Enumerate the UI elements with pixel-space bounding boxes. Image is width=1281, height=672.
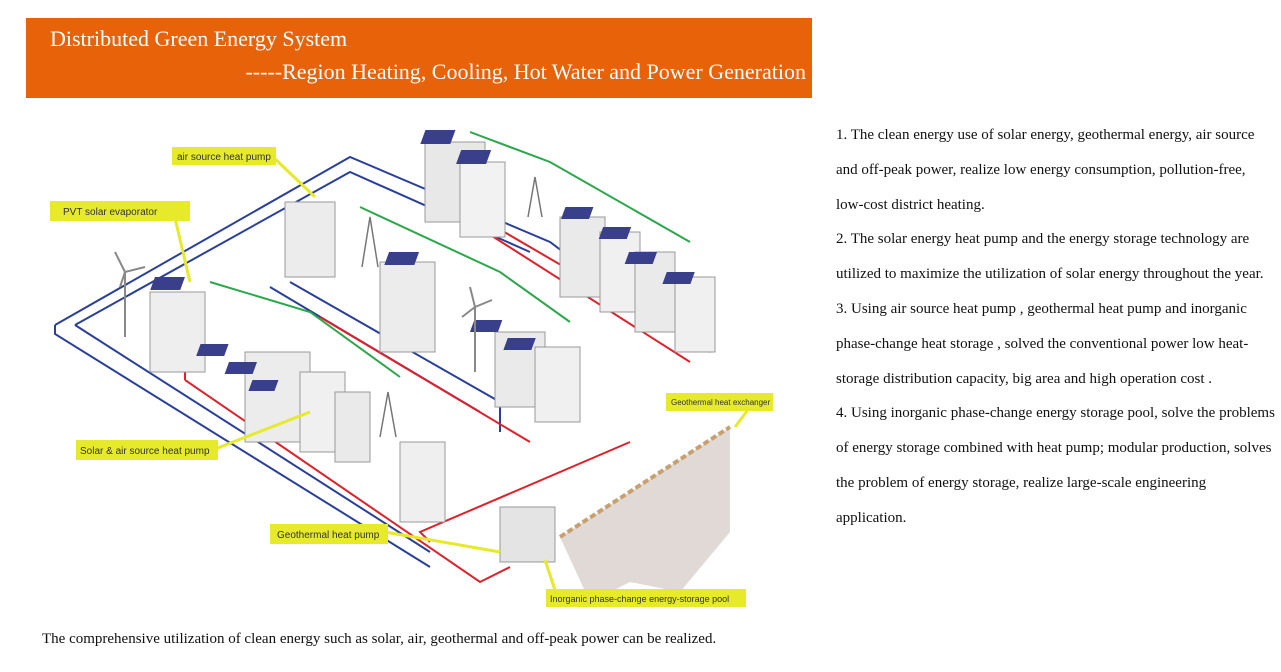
building-pvt: [149, 291, 206, 373]
geothermal-field: [558, 425, 732, 602]
callout-solar-air-source: Solar & air source heat pump: [76, 410, 311, 460]
header-banner: Distributed Green Energy System -----Reg…: [26, 18, 812, 98]
transmission-tower-icons: [361, 176, 543, 438]
note-item: 1. The clean energy use of solar energy,…: [836, 127, 1255, 213]
callout-label: PVT solar evaporator: [63, 207, 158, 218]
callout-air-source-heat-pump: air source heat pump: [172, 147, 317, 199]
building-cluster-middle: [379, 261, 581, 423]
callout-label: Solar & air source heat pump: [80, 446, 210, 457]
callout-label: Geothermal heat pump: [277, 530, 380, 541]
page-title: Distributed Green Energy System: [50, 26, 348, 51]
callout-storage-pool: Inorganic phase-change energy-storage po…: [543, 559, 746, 607]
callout-label: Inorganic phase-change energy-storage po…: [550, 594, 729, 604]
building-air-source: [284, 201, 336, 278]
energy-system-diagram: air source heat pump PVT solar evaporato…: [50, 130, 773, 607]
building-cluster-bottom: [244, 351, 446, 523]
geothermal-station: [499, 506, 556, 563]
solar-panels: [150, 130, 695, 391]
power-lines: [209, 131, 691, 378]
note-item: 4. Using inorganic phase-change energy s…: [836, 405, 1275, 526]
diagram-caption: The comprehensive utilization of clean e…: [42, 631, 717, 647]
callout-label: Geothermal heat exchanger: [671, 398, 771, 407]
note-item: 3. Using air source heat pump , geotherm…: [836, 300, 1249, 387]
page-subtitle: -----Region Heating, Cooling, Hot Water …: [245, 59, 806, 84]
callout-label: air source heat pump: [177, 152, 271, 163]
note-item: 2. The solar energy heat pump and the en…: [836, 231, 1264, 283]
wind-turbine-icons: [114, 251, 493, 372]
callout-pvt-solar-evaporator: PVT solar evaporator: [50, 201, 192, 283]
callout-geothermal-heat-pump: Geothermal heat pump: [270, 524, 501, 554]
building-cluster-top: [424, 141, 716, 353]
callout-geothermal-heat-exchanger: Geothermal heat exchanger: [666, 393, 773, 428]
notes-list: 1. The clean energy use of solar energy,…: [836, 118, 1276, 536]
